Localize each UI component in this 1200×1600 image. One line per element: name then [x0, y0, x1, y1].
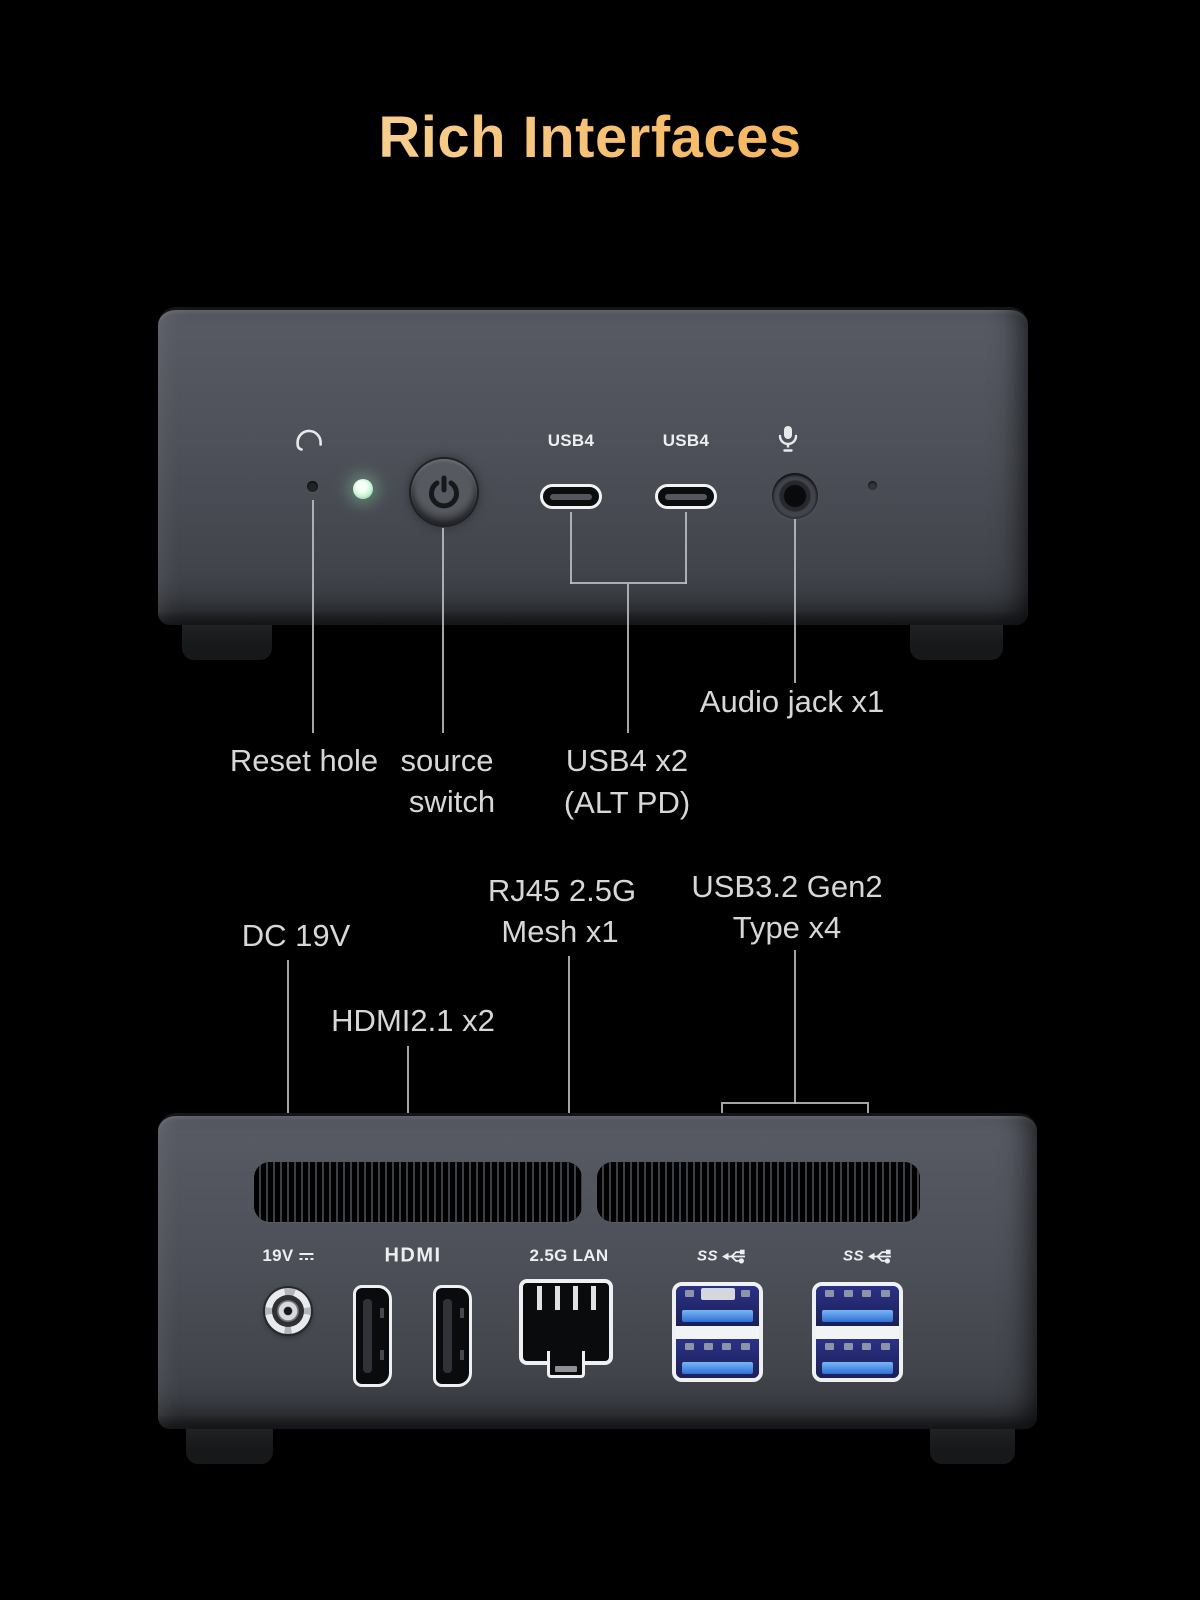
label-reset-hole: Reset hole	[229, 743, 379, 778]
dc-symbol-icon	[299, 1252, 314, 1260]
audio-jack[interactable]	[772, 473, 818, 519]
usb-a-contact-block	[700, 1288, 735, 1300]
usb-a-tongue	[822, 1309, 893, 1322]
headphones-icon	[296, 429, 322, 451]
usb-a-tongue	[682, 1362, 753, 1374]
label-usb4-line1: USB4 x2	[565, 743, 689, 778]
usb-a-port[interactable]	[676, 1338, 759, 1378]
label-usb32-line1: USB3.2 Gen2	[691, 869, 883, 904]
reset-hole	[307, 481, 318, 492]
usb-superspeed-icon	[722, 1249, 746, 1263]
rj45-latch	[547, 1351, 585, 1378]
label-source-line1: source	[400, 743, 494, 778]
usb-superspeed-icon	[868, 1249, 892, 1263]
front-device	[158, 307, 1028, 625]
callout-line-dc	[287, 960, 289, 1238]
port-label-ss-right: SS	[843, 1248, 893, 1265]
port-label-hdmi: HDMI	[384, 1244, 442, 1267]
power-button[interactable]	[411, 459, 477, 525]
callout-line-usb32-bridge	[721, 1102, 869, 1104]
usb-a-tongue	[822, 1362, 893, 1374]
label-source-line2: switch	[408, 784, 496, 819]
indicator-hole	[868, 481, 877, 490]
microphone-icon	[778, 426, 798, 452]
status-led	[353, 479, 373, 499]
port-label-ss-left: SS	[697, 1248, 747, 1265]
page-title: Rich Interfaces	[0, 104, 1180, 171]
dc-power-jack[interactable]	[265, 1288, 311, 1334]
vent-grille-right	[597, 1162, 920, 1222]
callout-line-reset	[312, 500, 314, 733]
label-hdmi21: HDMI2.1 x2	[331, 1003, 495, 1038]
usb-a-tongue	[682, 1309, 753, 1322]
hdmi-port-1[interactable]	[353, 1285, 392, 1387]
usb4-port-label-left: USB4	[547, 431, 595, 450]
callout-line-audio	[794, 519, 796, 683]
hdmi-port-2[interactable]	[433, 1285, 472, 1387]
label-audio-jack: Audio jack x1	[699, 684, 885, 719]
callout-line-usb4-left	[570, 512, 572, 584]
callout-line-usb4-stem	[627, 584, 629, 733]
label-dc-19v: DC 19V	[241, 918, 351, 953]
callout-line-power	[442, 528, 444, 733]
power-icon	[429, 475, 459, 509]
usb-c-port-2[interactable]	[655, 484, 717, 509]
usb-a-port[interactable]	[816, 1286, 899, 1326]
usb-a-port[interactable]	[676, 1286, 759, 1326]
back-device	[158, 1113, 1037, 1429]
port-label-19v: 19V	[262, 1246, 314, 1266]
label-usb32-line2: Type x4	[732, 910, 842, 945]
usb4-port-label-right: USB4	[662, 431, 710, 450]
label-rj45-line1: RJ45 2.5G	[487, 873, 637, 908]
label-usb4-line2: (ALT PD)	[563, 785, 691, 820]
usb-a-stack-1[interactable]	[672, 1282, 763, 1382]
callout-line-usb32-stem	[794, 950, 796, 1104]
callout-line-usb4-right	[685, 512, 687, 584]
usb-c-port-1[interactable]	[540, 484, 602, 509]
usb-a-stack-2[interactable]	[812, 1282, 903, 1382]
rj45-lan-port[interactable]	[519, 1279, 613, 1378]
callout-line-usb4-bridge	[570, 582, 687, 584]
vent-grille-left	[254, 1162, 582, 1222]
usb-a-port[interactable]	[816, 1338, 899, 1378]
callout-line-lan	[568, 956, 570, 1240]
port-label-lan: 2.5G LAN	[529, 1246, 609, 1265]
label-rj45-line2: Mesh x1	[501, 914, 619, 949]
